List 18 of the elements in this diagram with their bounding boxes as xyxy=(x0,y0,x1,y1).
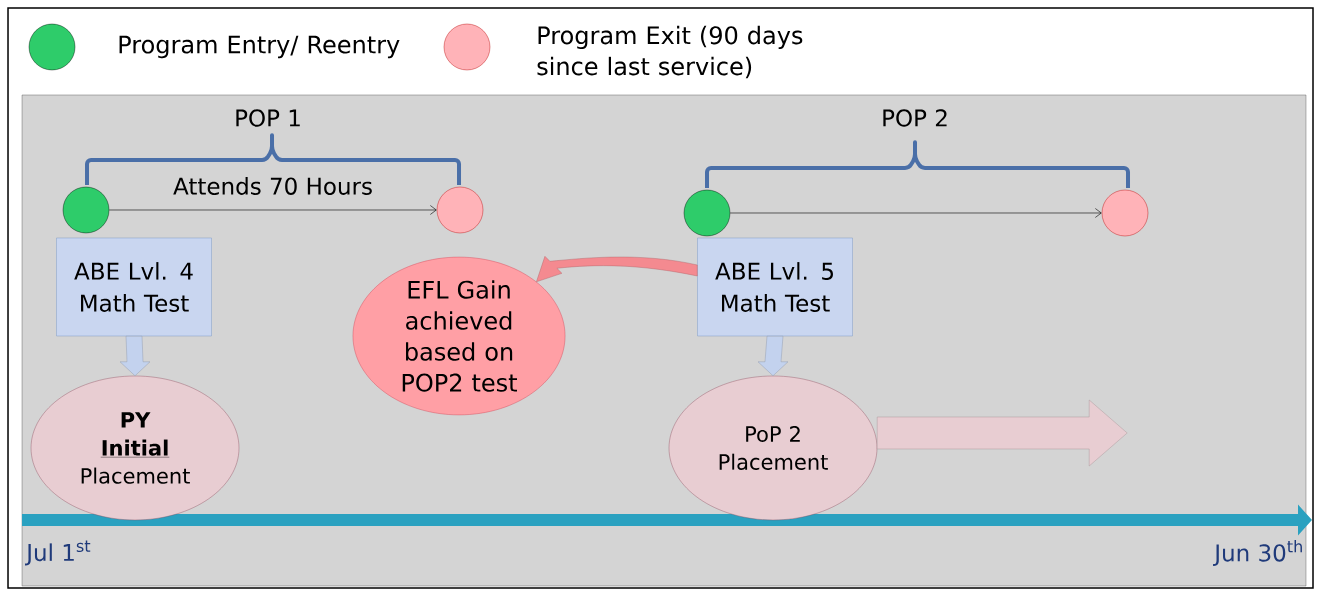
arrow xyxy=(729,208,1102,218)
legend-text: Program Entry/ Reentry xyxy=(119,35,400,59)
test-box: ABE Lvl. 5 Math Test xyxy=(697,237,853,337)
edge-label: Attends 70 Hours xyxy=(173,177,372,195)
bracket-label: POP 1 xyxy=(236,109,300,127)
exit-circle xyxy=(436,186,484,234)
entry-circle xyxy=(62,186,110,234)
block-arrow xyxy=(757,336,789,376)
bracket-label: POP 2 xyxy=(883,109,947,127)
test-box: ABE Lvl. 4 Math Test xyxy=(56,237,212,337)
exit-circle xyxy=(1101,189,1149,237)
arrow xyxy=(108,205,437,215)
entry-circle xyxy=(683,189,731,237)
block-arrow xyxy=(119,336,151,376)
legend-text: Program Exit (90 days since last service) xyxy=(537,25,803,79)
block-arrow xyxy=(877,399,1128,467)
date-label: Jun 30$^{th}$ xyxy=(1213,540,1302,566)
block-arrow xyxy=(536,256,698,282)
